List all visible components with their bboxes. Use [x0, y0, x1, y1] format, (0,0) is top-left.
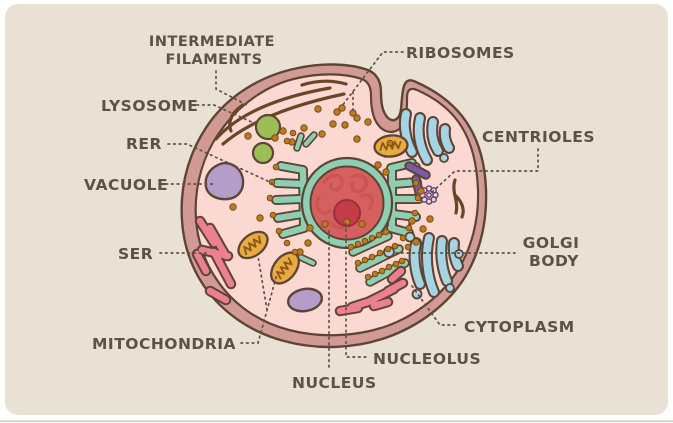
- intermediate-filaments: [214, 79, 348, 146]
- leader-rer: [167, 143, 273, 184]
- leader-nucleolus: [345, 223, 369, 358]
- leader-cytoplasm: [411, 285, 460, 326]
- leader-lines: [159, 51, 539, 371]
- label-centrioles: CENTRIOLES: [482, 128, 595, 146]
- label-nucleolus: NUCLEOLUS: [373, 350, 481, 368]
- label-cytoplasm: CYTOPLASM: [464, 318, 575, 336]
- ribosome-dots: [229, 104, 434, 281]
- vacuoles: [204, 161, 324, 313]
- label-vacuole: VACUOLE: [84, 176, 168, 194]
- leader-centrioles: [430, 148, 539, 194]
- label-golgi-body-line2: BODY: [529, 252, 579, 270]
- label-mitochondria: MITOCHONDRIA: [92, 335, 236, 353]
- label-nucleus: NUCLEUS: [292, 374, 377, 392]
- lysosomes: [251, 113, 282, 165]
- label-ser: SER: [118, 245, 153, 263]
- label-ribosomes: RIBOSOMES: [406, 44, 515, 62]
- label-intermediate-filaments-line2: FILAMENTS: [165, 52, 262, 68]
- label-intermediate-filaments-line1: INTERMEDIATE: [149, 34, 275, 50]
- leader-lysosome: [196, 104, 257, 125]
- leader-mitochondria: [240, 255, 278, 344]
- label-lysosome: LYSOSOME: [101, 97, 198, 115]
- label-golgi-body-line1: GOLGI: [523, 234, 580, 252]
- chromatin: [315, 173, 375, 230]
- leader-ribosomes: [341, 51, 404, 112]
- label-rer: RER: [126, 135, 162, 153]
- nucleolus: [333, 199, 361, 227]
- leader-intermediate-filaments: [215, 70, 248, 106]
- labels: INTERMEDIATE FILAMENTS LYSOSOME RER VACU…: [84, 34, 595, 392]
- bottom-hairline: [0, 420, 673, 422]
